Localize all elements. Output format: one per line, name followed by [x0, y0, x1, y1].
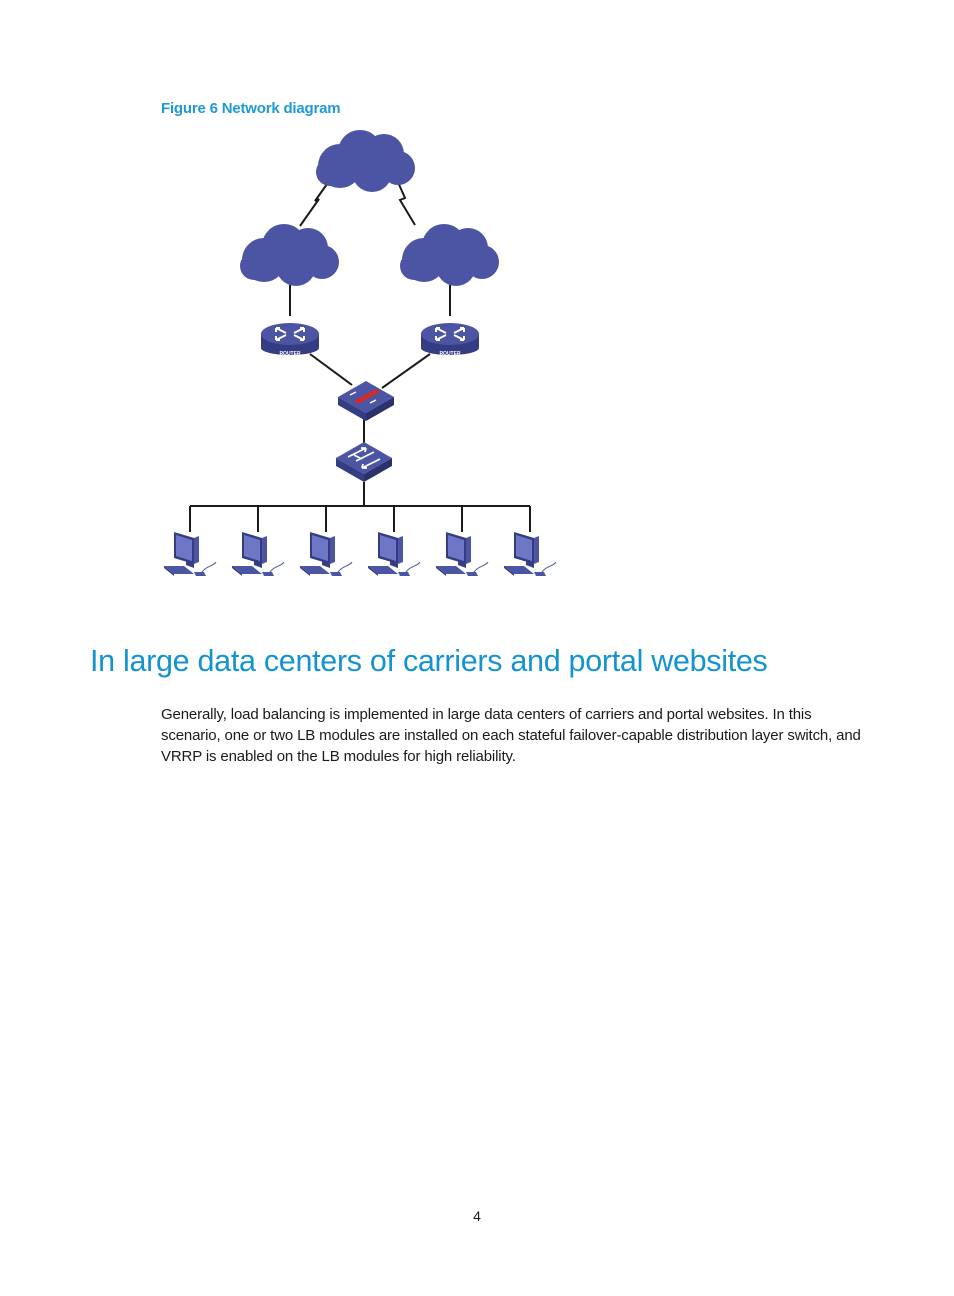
cloud-icon: [400, 224, 499, 286]
wan-link-left: [299, 176, 333, 227]
link-router-right-firewall: [381, 353, 431, 389]
body-paragraph: Generally, load balancing is implemented…: [161, 706, 861, 765]
pc-icon: [163, 531, 217, 577]
router-icon: ROUTER: [420, 322, 480, 357]
router-icon: ROUTER: [260, 322, 320, 357]
router-label: ROUTER: [279, 351, 301, 357]
wan-link-right: [396, 179, 416, 226]
switch-icon: [336, 442, 392, 482]
pc-icon: [503, 531, 557, 577]
network-diagram: ROUTER ROUTER: [163, 130, 557, 577]
pc-icon: [231, 531, 285, 577]
cloud-icon: [316, 130, 415, 192]
router-label: ROUTER: [439, 351, 461, 357]
figure-caption: Figure 6 Network diagram: [161, 100, 341, 117]
link-router-left-firewall: [309, 353, 353, 386]
pc-icon: [299, 531, 353, 577]
firewall-icon: [338, 381, 394, 421]
pc-icon: [435, 531, 489, 577]
page-number: 4: [473, 1208, 481, 1224]
section-heading: In large data centers of carriers and po…: [90, 644, 768, 678]
cloud-icon: [240, 224, 339, 286]
pc-icon: [367, 531, 421, 577]
